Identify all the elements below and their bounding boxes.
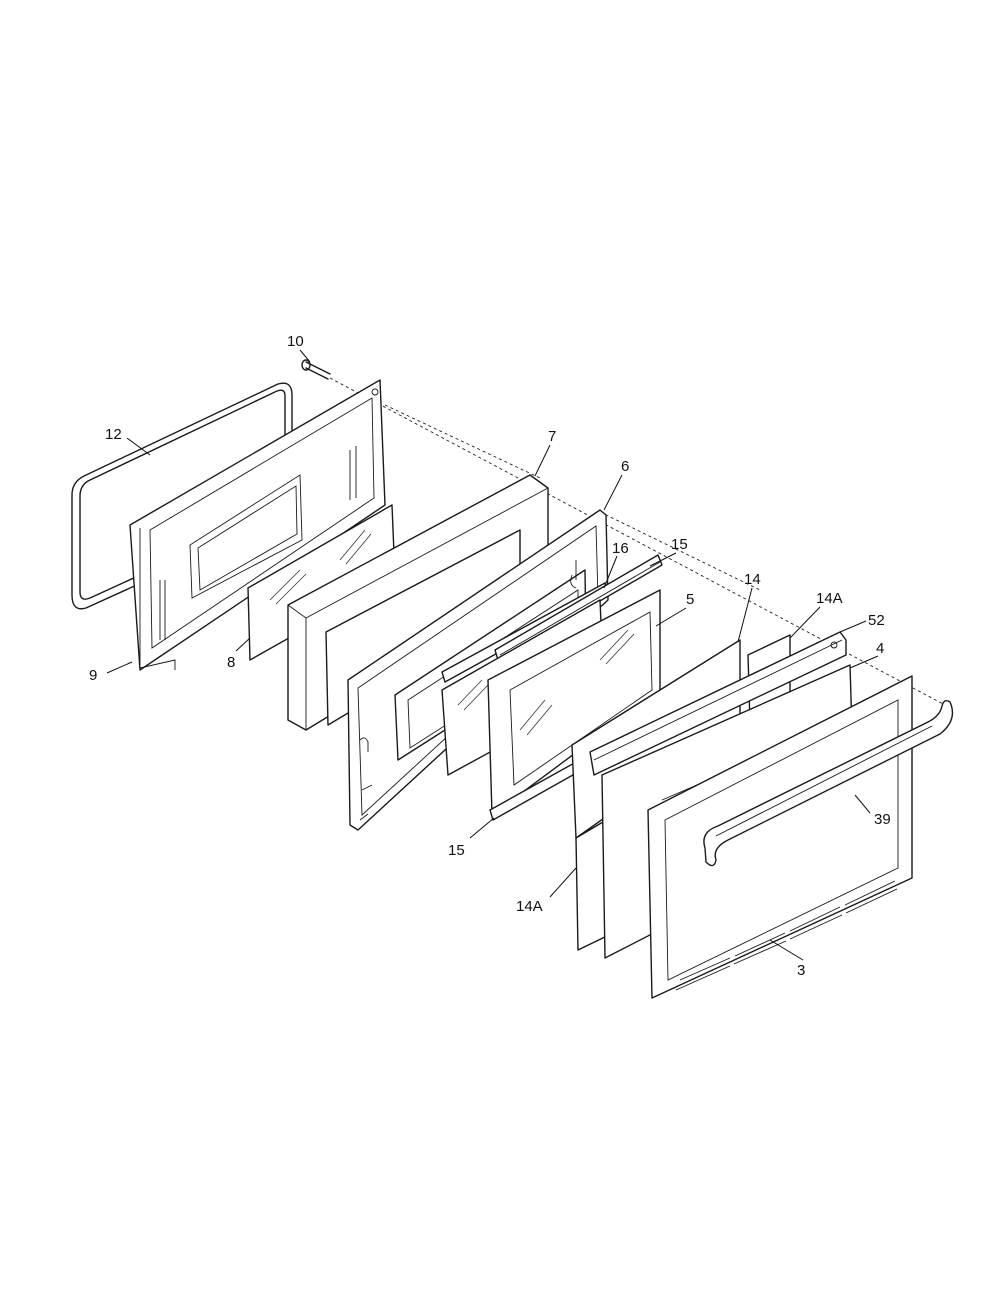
part-52-bracket [589, 631, 847, 776]
callout-39: 39 [874, 811, 891, 828]
part-9-inner-door-liner [129, 379, 386, 671]
callout-10: 10 [287, 333, 304, 350]
part-10-screw [301, 359, 331, 380]
callout-16: 16 [612, 540, 629, 557]
callout-4: 4 [876, 640, 884, 657]
callout-6: 6 [621, 458, 629, 475]
part-3-outer-door-frame [647, 675, 913, 999]
callout-14A-upper: 14A [816, 590, 843, 607]
callout-leaders [106, 349, 879, 961]
callout-7: 7 [548, 428, 556, 445]
part-39-door-handle [703, 699, 954, 867]
callout-labels: 10 12 7 6 16 15 14 5 14A 52 4 9 8 39 15 … [89, 333, 891, 979]
callout-14: 14 [744, 571, 761, 588]
callout-52: 52 [868, 612, 885, 629]
callout-12: 12 [105, 426, 122, 443]
callout-15b: 15 [448, 842, 465, 859]
alignment-lines [329, 377, 946, 706]
callout-9: 9 [89, 667, 97, 684]
callout-14A-lower: 14A [516, 898, 543, 915]
callout-15a: 15 [671, 536, 688, 553]
callout-3: 3 [797, 962, 805, 979]
callout-5: 5 [686, 591, 694, 608]
part-15-upper-trim [494, 554, 663, 661]
callout-8: 8 [227, 654, 235, 671]
